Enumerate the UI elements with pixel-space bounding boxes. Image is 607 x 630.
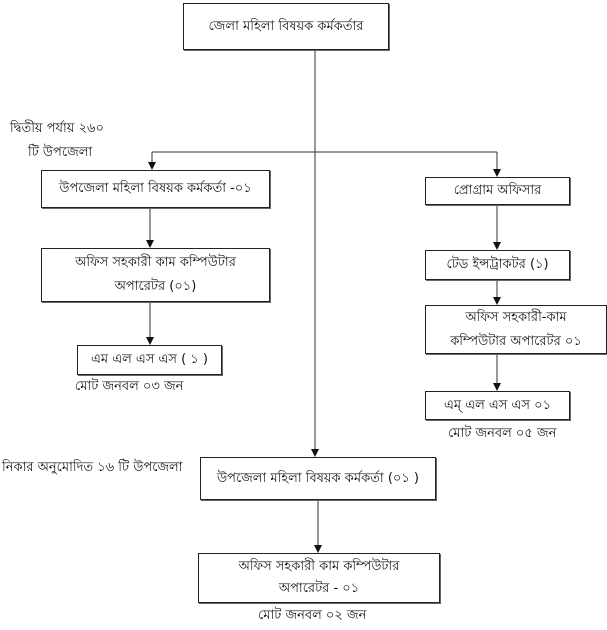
box-label: অফিস সহকারী কাম কম্পিউটার অপারেটর (০১): [75, 255, 236, 294]
box-label: এম্ এল এস এস ০১: [443, 397, 552, 413]
box-label: অফিস সহকারী-কাম কম্পিউটার অপারেটর ০১: [450, 309, 582, 349]
right-total: মোট জনবল ০৫ জন: [448, 426, 557, 441]
box-label: অফিস সহকারী কাম কম্পিউটার অপারেটর - ০১: [238, 559, 400, 596]
upazila-officer-box: উপজেলা মহিলা বিষয়ক কর্মকর্তা -০১: [41, 170, 270, 208]
box-label: জেলা মহিলা বিষয়ক কর্মকর্তার: [208, 18, 364, 34]
box-label: টেড ইন্সট্রাকটর (১): [446, 257, 549, 272]
center-office-assistant-box: অফিস সহকারী কাম কম্পিউটার অপারেটর - ০১: [198, 553, 440, 603]
program-officer-box: প্রোগ্রাম অফিসার: [425, 177, 570, 205]
right-mlss-box: এম্ এল এস এস ০১: [425, 391, 570, 420]
office-assistant-box: অফিস সহকারী কাম কম্পিউটার অপারেটর (০১): [41, 248, 270, 302]
box-label: উপজেলা মহিলা বিষয়ক কর্মকর্তা (০১ ): [217, 470, 419, 486]
right-office-assistant-box: অফিস সহকারী-কাম কম্পিউটার অপারেটর ০১: [425, 305, 607, 354]
center-upazila-officer-box: উপজেলা মহিলা বিষয়ক কর্মকর্তা (০১ ): [200, 457, 436, 500]
left-total: মোট জনবল ০৩ জন: [75, 379, 184, 394]
left-branch-label-line1: দ্বিতীয় পর্যায় ২৬০: [10, 121, 104, 136]
district-officer-box: জেলা মহিলা বিষয়ক কর্মকর্তার: [183, 3, 389, 50]
mlss-box: এম এল এস এস ( ১ ): [77, 345, 222, 375]
box-label: প্রোগ্রাম অফিসার: [453, 183, 542, 198]
center-branch-label: নিকার অনুমোদিত ১৬ টি উপজেলা: [2, 460, 183, 475]
center-total: মোট জনবল ০২ জন: [258, 608, 367, 623]
box-label: উপজেলা মহিলা বিষয়ক কর্মকর্তা -০১: [59, 181, 252, 196]
box-label: এম এল এস এস ( ১ ): [90, 352, 208, 367]
left-branch-label-line2: টি উপজেলা: [28, 145, 93, 160]
trade-instructor-box: টেড ইন্সট্রাকটর (১): [425, 250, 570, 280]
